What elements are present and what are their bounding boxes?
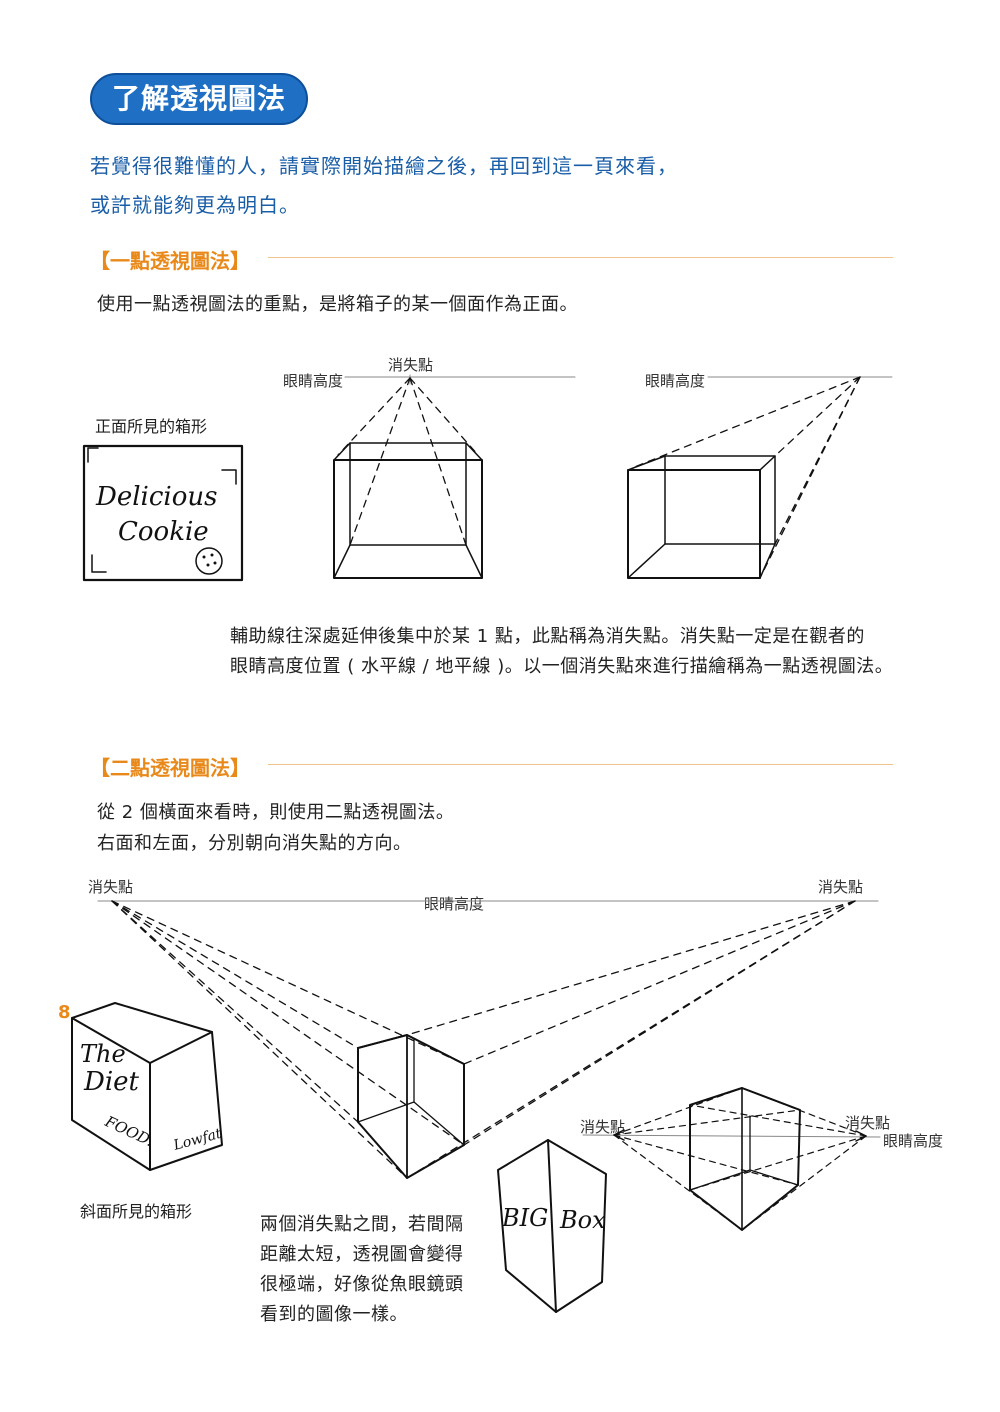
two-point-explain-3: 很極端，好像從魚眼鏡頭 <box>260 1274 464 1295</box>
big-box-text-2: Box <box>559 1206 606 1234</box>
one-point-explain-2: 眼睛高度位置 ( 水平線 / 地平線 )。以一個消失點來進行描繪稱為一點透視圖法… <box>230 656 894 677</box>
caption-front-box: 正面所見的箱形 <box>95 417 208 436</box>
one-point-text: 使用一點透視圖法的重點，是將箱子的某一個面作為正面。 <box>97 294 578 315</box>
intro-line-1: 若覺得很難懂的人，請實際開始描繪之後，再回到這一頁來看， <box>90 154 678 178</box>
fisheye-box-drawing <box>582 1087 881 1231</box>
label-small-vanishing-point-left: 消失點 <box>580 1118 626 1136</box>
cookie-box-text-2: Cookie <box>118 517 209 547</box>
label-eye-height: 眼睛高度 <box>283 372 344 390</box>
cookie-icon <box>195 547 223 575</box>
two-point-text-2: 右面和左面，分別朝向消失點的方向。 <box>97 833 412 854</box>
one-point-explain-1: 輔助線往深處延伸後集中於某 1 點，此點稱為消失點。消失點一定是在觀者的 <box>230 626 865 647</box>
diet-box-text-1: The <box>80 1040 126 1068</box>
label-vanishing-point-right: 消失點 <box>818 878 864 896</box>
two-point-box-main <box>111 900 856 1179</box>
one-point-box-center <box>333 374 576 579</box>
label-vanishing-point: 消失點 <box>388 356 434 374</box>
big-box-drawing: BIG Box <box>497 1139 607 1313</box>
label-small-vanishing-point-right: 消失點 <box>845 1114 891 1132</box>
section-rule <box>268 257 893 258</box>
intro-line-2: 或許就能夠更為明白。 <box>90 193 300 217</box>
two-point-text-1: 從 2 個橫面來看時，則使用二點透視圖法。 <box>97 802 455 823</box>
arrow-right-icon <box>855 1130 867 1142</box>
label-small-eye-height: 眼睛高度 <box>883 1132 944 1150</box>
section-heading-one-point: 【一點透視圖法】 <box>90 249 250 273</box>
label-eye-height: 眼睛高度 <box>645 372 706 390</box>
cookie-box-text-1: Delicious <box>95 482 217 512</box>
diet-box-text-4: Lowfat <box>171 1126 224 1154</box>
page-title: 了解透視圖法 <box>90 73 308 125</box>
diet-box-text-2: Diet <box>83 1067 140 1097</box>
two-point-explain-1: 兩個消失點之間，若間隔 <box>260 1214 464 1235</box>
cookie-box-drawing: Delicious Cookie <box>82 444 244 582</box>
arrow-left-icon <box>613 1129 625 1141</box>
big-box-text-1: BIG <box>501 1204 548 1232</box>
two-point-explain-4: 看到的圖像一樣。 <box>260 1304 408 1325</box>
section-heading-two-point: 【二點透視圖法】 <box>90 756 250 780</box>
one-point-box-side <box>627 376 893 579</box>
section-rule <box>268 764 893 765</box>
label-vanishing-point-left: 消失點 <box>88 878 134 896</box>
two-point-explain-2: 距離太短，透視圖會變得 <box>260 1244 464 1265</box>
page-number: 8 <box>58 1002 71 1023</box>
caption-oblique-box: 斜面所見的箱形 <box>80 1202 193 1221</box>
label-eye-height: 眼睛高度 <box>420 893 489 914</box>
diet-food-box-drawing: The Diet FOOD. Lowfat <box>71 1002 224 1171</box>
